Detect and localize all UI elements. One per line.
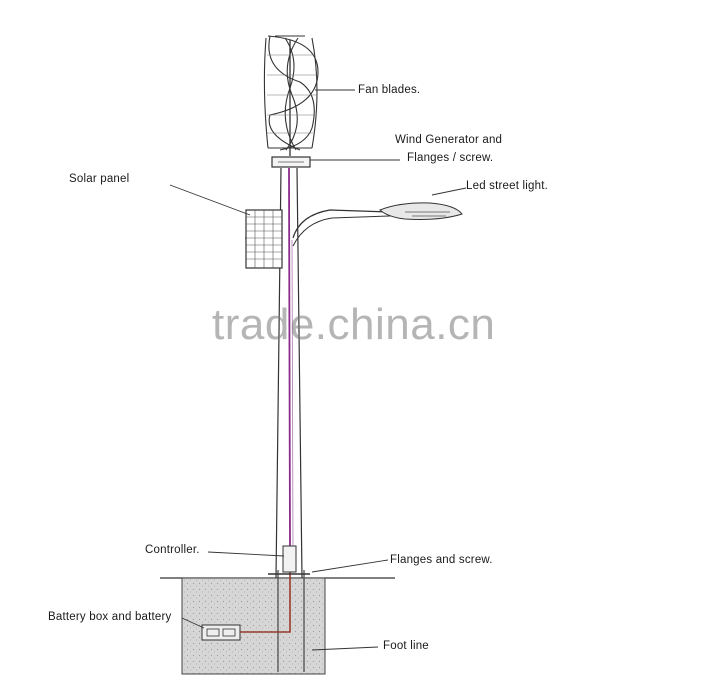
- solar-panel: [245, 209, 283, 269]
- internal-cable: [288, 167, 291, 549]
- label-led-street-light: Led street light.: [466, 180, 549, 192]
- internal-cable-shadow: [291, 239, 294, 549]
- label-fan-blades: Fan blades.: [358, 84, 421, 96]
- battery-cell-1: [206, 628, 220, 637]
- pole-right-edge: [296, 167, 303, 579]
- label-flanges-and-screw: Flanges and screw.: [390, 554, 493, 566]
- leader-flanges: [311, 559, 389, 573]
- label-wind-generator-line2: Flanges / screw.: [407, 152, 494, 164]
- leader-foot-line: [311, 646, 379, 651]
- label-wind-generator-line1: Wind Generator and: [395, 134, 503, 146]
- leader-led-light: [431, 187, 467, 196]
- label-battery-box: Battery box and battery: [48, 611, 172, 623]
- leader-controller: [207, 551, 285, 557]
- watermark: trade.china.cn: [212, 300, 496, 349]
- leader-solar-panel: [169, 184, 251, 216]
- lamp-arm: [292, 209, 391, 239]
- battery-cell-2: [222, 628, 236, 637]
- label-foot-line: Foot line: [383, 640, 429, 652]
- leader-battery: [181, 617, 205, 629]
- battery-box: [201, 624, 241, 641]
- led-lamp-head: [379, 202, 463, 220]
- lamp-arm-inner: [292, 215, 391, 247]
- fan-blades: [263, 35, 319, 156]
- fan-blade-ribs: [267, 54, 317, 134]
- label-controller: Controller.: [145, 544, 200, 556]
- controller-box: [282, 545, 297, 573]
- label-solar-panel: Solar panel: [69, 173, 130, 185]
